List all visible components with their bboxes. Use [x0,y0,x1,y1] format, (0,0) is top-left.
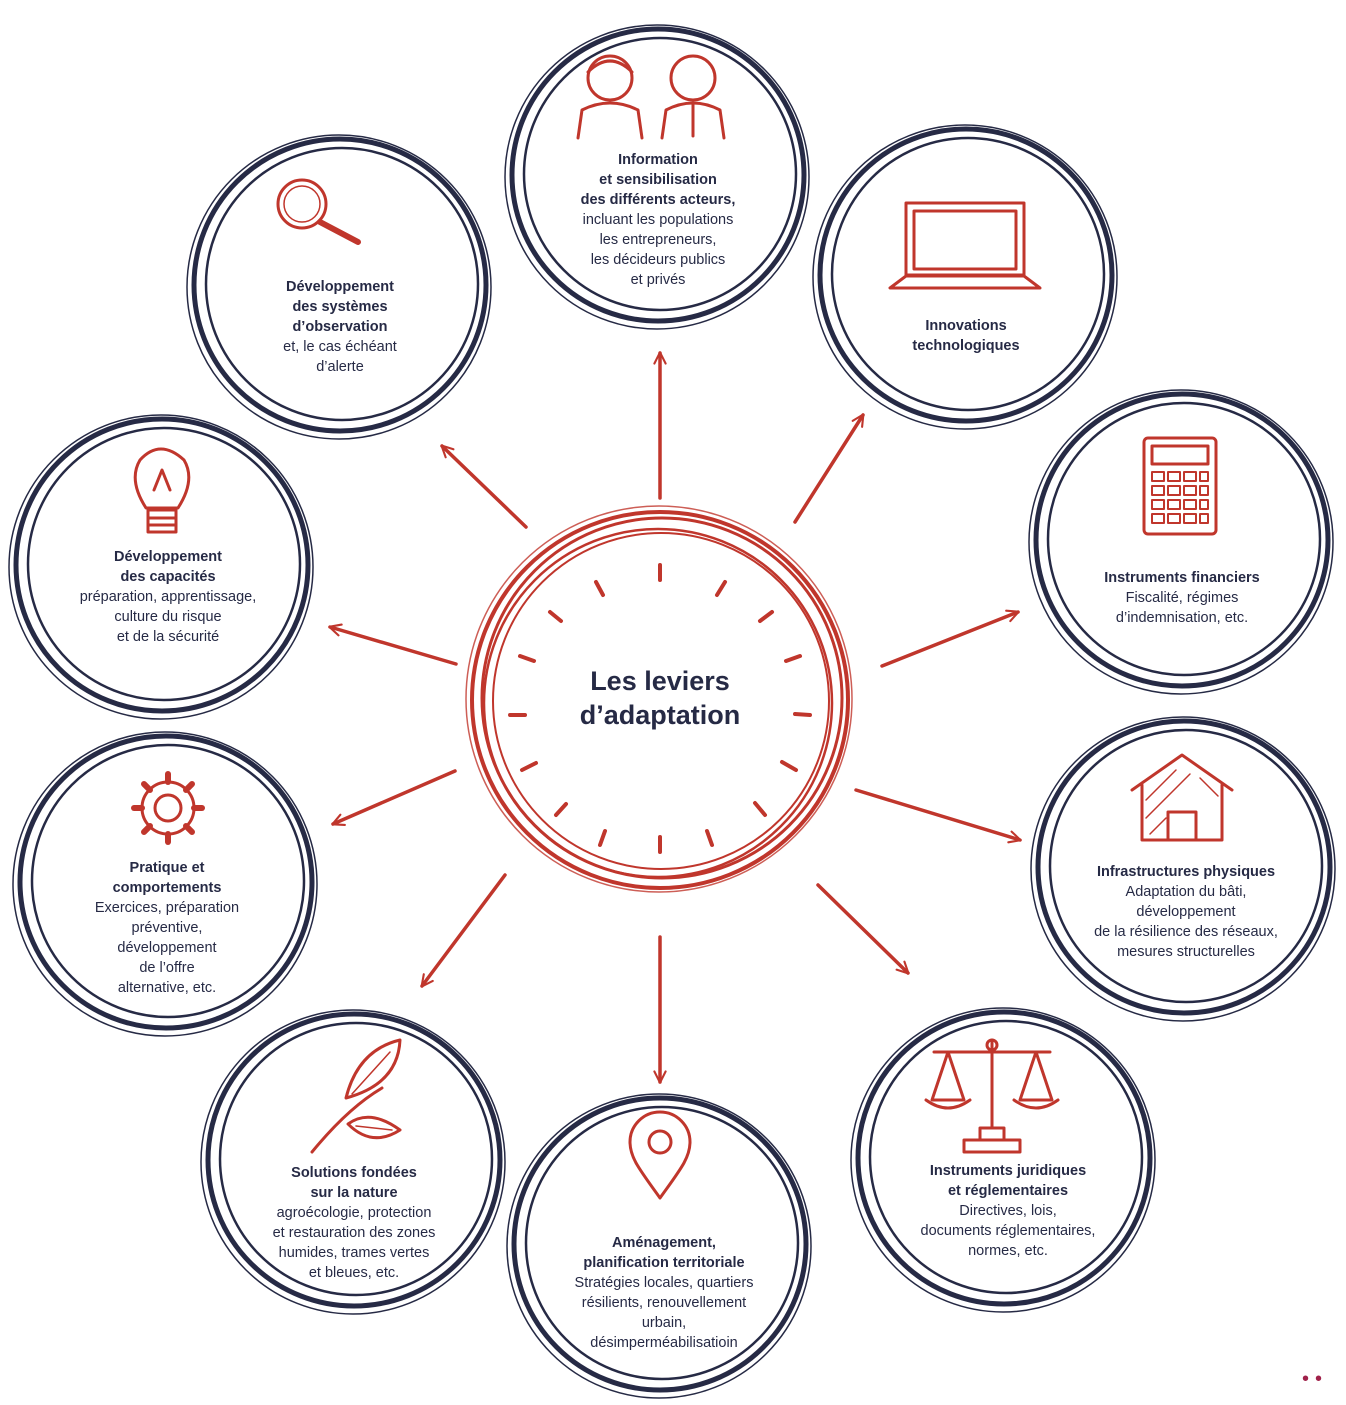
node-title: Aménagement, planification territoriale [583,1235,745,1271]
scales-icon [924,1038,1060,1154]
arrow-to-capacites [328,623,458,666]
arrow-to-pratique [331,769,457,827]
laptop-icon [888,201,1042,290]
circle-capacites [8,414,314,720]
node-title: Pratique et comportements [112,860,222,896]
gear-icon [131,771,205,845]
clock-ticks [508,563,812,854]
pagination-dots: •• [1301,1368,1328,1390]
node-description: préparation, apprentissage, culture du r… [79,589,257,645]
node-description: Exercices, préparation préventive, dével… [94,900,240,996]
node-financiers: Instruments financiers Fiscalité, régime… [1066,568,1298,628]
arrows [328,351,1022,1084]
node-innovations: Innovations technologiques [856,316,1076,356]
leaf-icon [310,1038,402,1154]
arrow-to-juridiques [816,883,910,975]
outer-circles [8,24,1336,1399]
calculator-icon [1142,436,1218,536]
node-description: et, le cas échéant d’alerte [283,339,397,375]
node-description: Stratégies locales, quartiers résilients… [574,1275,754,1351]
people-icon [576,54,726,140]
arrow-to-financiers [880,609,1020,668]
center-circle [465,505,853,893]
circle-nature [200,1009,506,1315]
center-label: Les leviers d’adaptation [579,666,741,730]
node-title: Instruments juridiques et réglementaires [929,1163,1087,1199]
node-title: Information et sensibilisation des diffé… [580,152,736,208]
circle-information [504,24,810,330]
node-title: Développement des capacités [114,549,222,585]
node-description: agroécologie, protection et restauration… [272,1205,436,1281]
circle-juridiques [850,1007,1156,1313]
node-title: Développement des systèmes d’observation [286,279,394,335]
house-icon [1130,753,1234,842]
circle-infrastructures [1030,716,1336,1022]
node-observation: Développement des systèmes d’observation… [232,277,448,377]
circle-financiers [1028,389,1334,695]
node-description: Adaptation du bâti, développement de la … [1094,884,1278,960]
circle-amenagement [506,1093,812,1399]
location-pin-icon [628,1110,692,1200]
node-pratique: Pratique et comportements Exercices, pré… [54,858,280,998]
arrow-to-nature [420,873,507,988]
node-description: Fiscalité, régimes d’indemnisation, etc. [1115,590,1249,626]
node-description: incluant les populations les entrepreneu… [582,212,734,288]
circle-pratique [12,731,318,1037]
arrow-to-innovations [793,413,865,524]
node-description: Directives, lois, documents réglementair… [920,1203,1096,1259]
node-infrastructures: Infrastructures physiques Adaptation du … [1058,862,1314,962]
node-amenagement: Aménagement, planification territoriale … [536,1233,792,1353]
node-capacites: Développement des capacités préparation,… [44,547,292,647]
node-title: Solutions fondées sur la nature [291,1165,417,1201]
node-title: Infrastructures physiques [1096,864,1276,880]
arrow-to-infrastructures [854,788,1022,844]
magnifier-icon [276,178,361,245]
circle-observation [186,134,492,440]
lightbulb-icon [133,447,191,534]
arrow-to-observation [440,444,528,529]
node-title: Innovations technologiques [912,318,1020,354]
node-nature: Solutions fondées sur la nature agroécol… [236,1163,472,1283]
node-information: Information et sensibilisation des diffé… [543,150,773,290]
circle-innovations [812,124,1118,430]
node-juridiques: Instruments juridiques et réglementaires… [880,1161,1136,1261]
node-title: Instruments financiers [1104,570,1260,586]
